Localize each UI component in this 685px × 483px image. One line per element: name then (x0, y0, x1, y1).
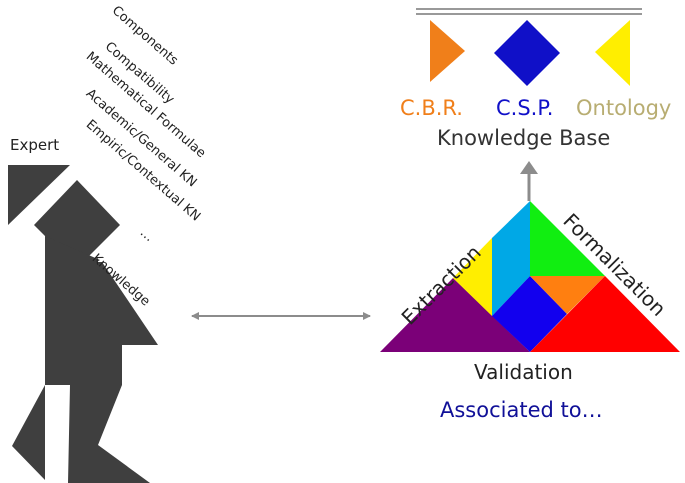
pyramid-blue-piece (492, 276, 567, 352)
expert-hat (8, 165, 70, 225)
pyramid-orange-piece (530, 276, 605, 314)
expert-figure (8, 165, 158, 483)
csp-label: C.S.P. (496, 96, 554, 120)
knowledge-base-shelf (416, 8, 642, 15)
pyramid-red-piece (530, 276, 680, 352)
cbr-label: C.B.R. (400, 96, 463, 120)
validation-label: Validation (474, 360, 573, 384)
expert-front-leg (68, 385, 150, 483)
expert-torso (45, 262, 158, 345)
cbr-triangle-icon (430, 20, 465, 82)
pyramid-purple-piece (380, 278, 530, 352)
associated-label: Associated to… (440, 398, 603, 422)
pyramid-green-piece (530, 201, 605, 276)
expert-hip (45, 345, 122, 385)
expert-label: Expert (10, 136, 60, 154)
pyramid-yellow-piece (453, 238, 492, 316)
knowledge-base-title: Knowledge Base (437, 126, 611, 150)
pyramid-cyan-piece (492, 201, 530, 316)
ontology-label: Ontology (576, 96, 672, 120)
expert-back-leg (12, 385, 45, 480)
to-knowledge-base-arrowhead (520, 161, 538, 174)
csp-diamond-icon (494, 20, 560, 86)
ontology-triangle-icon (595, 20, 630, 86)
tangram-pyramid (380, 201, 680, 352)
